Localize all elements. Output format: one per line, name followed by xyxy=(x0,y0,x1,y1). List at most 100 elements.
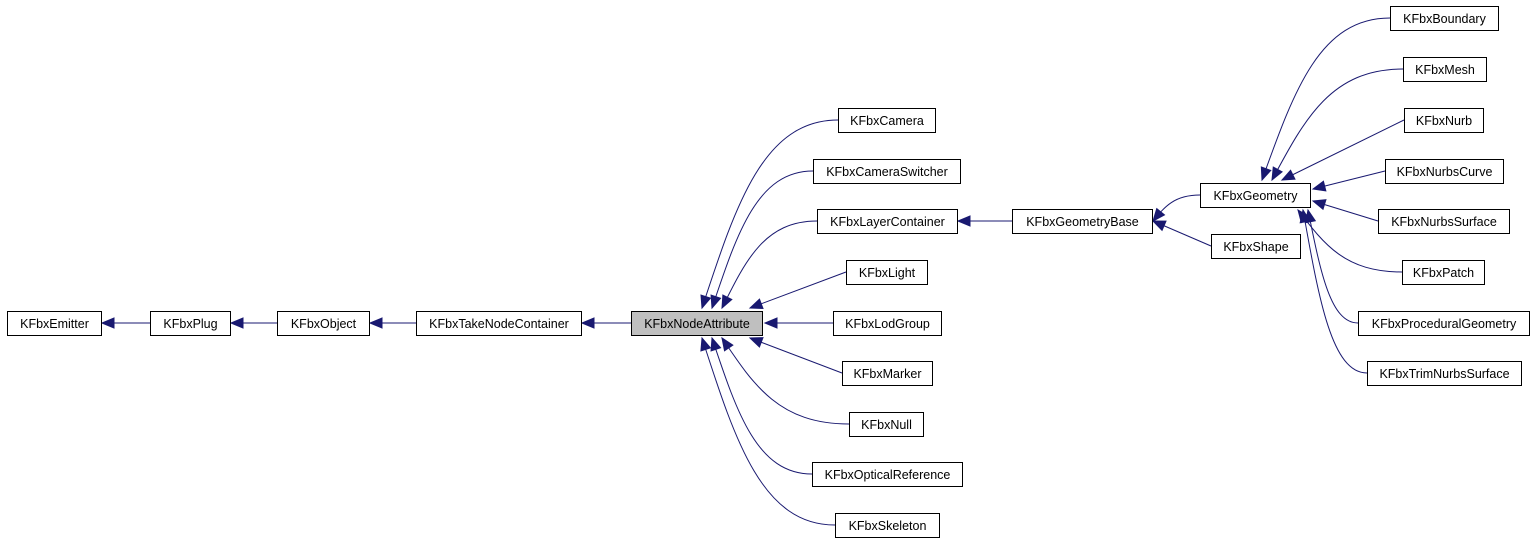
class-node-boundary[interactable]: KFbxBoundary xyxy=(1390,6,1499,31)
arrowhead-mesh-to-geometry xyxy=(1271,166,1283,182)
class-node-procgeom[interactable]: KFbxProceduralGeometry xyxy=(1358,311,1530,336)
class-node-box xyxy=(1211,234,1301,259)
inheritance-edge-mesh-to-geometry xyxy=(1271,68,1404,181)
arrowhead-light-to-nodeattr xyxy=(748,298,764,309)
class-node-light[interactable]: KFbxLight xyxy=(846,260,928,285)
arrowhead-geombase-to-layercontainer xyxy=(956,215,971,227)
class-node-label: KFbxNurbsSurface xyxy=(1391,215,1497,229)
inheritance-edge-cameraswitcher-to-nodeattr xyxy=(711,170,814,309)
class-node-box xyxy=(1402,260,1485,285)
class-node-label: KFbxMarker xyxy=(853,367,921,381)
arrowhead-nurbssurface-to-geometry xyxy=(1311,199,1327,211)
class-node-takenode[interactable]: KFbxTakeNodeContainer xyxy=(416,311,582,336)
class-node-box xyxy=(1367,361,1522,386)
arrowhead-layercontainer-to-nodeattr xyxy=(721,294,733,310)
class-node-nurbscurve[interactable]: KFbxNurbsCurve xyxy=(1385,159,1504,184)
class-node-box xyxy=(838,108,936,133)
class-node-layercontainer[interactable]: KFbxLayerContainer xyxy=(817,209,958,234)
arrowhead-camera-to-nodeattr xyxy=(700,294,712,310)
class-node-shape[interactable]: KFbxShape xyxy=(1211,234,1301,259)
class-node-label: KFbxProceduralGeometry xyxy=(1372,317,1517,331)
arrowhead-opticalref-to-nodeattr xyxy=(710,336,722,352)
class-node-box xyxy=(416,311,582,336)
class-node-opticalref[interactable]: KFbxOpticalReference xyxy=(812,462,963,487)
class-node-nodeattr[interactable]: KFbxNodeAttribute xyxy=(631,311,763,336)
class-node-nurb[interactable]: KFbxNurb xyxy=(1404,108,1484,133)
class-node-skeleton[interactable]: KFbxSkeleton xyxy=(835,513,940,538)
class-node-label: KFbxCameraSwitcher xyxy=(826,165,948,179)
class-node-box xyxy=(1200,183,1311,208)
class-node-label: KFbxGeometry xyxy=(1213,189,1298,203)
class-node-plug[interactable]: KFbxPlug xyxy=(150,311,231,336)
class-node-emitter[interactable]: KFbxEmitter xyxy=(7,311,102,336)
inheritance-edge-procgeom-to-geometry xyxy=(1307,209,1359,324)
class-node-label: KFbxNull xyxy=(861,418,912,432)
arrowhead-nurb-to-geometry xyxy=(1280,169,1296,181)
class-node-box xyxy=(817,209,958,234)
class-node-box xyxy=(277,311,370,336)
arrowhead-takenode-to-object xyxy=(368,317,383,329)
class-node-cameraswitcher[interactable]: KFbxCameraSwitcher xyxy=(813,159,961,184)
class-node-box xyxy=(813,159,961,184)
class-node-object[interactable]: KFbxObject xyxy=(277,311,370,336)
arrowhead-marker-to-nodeattr xyxy=(748,337,764,348)
class-node-box xyxy=(150,311,231,336)
arrowhead-lodgroup-to-nodeattr xyxy=(763,317,778,329)
class-node-box xyxy=(1358,311,1530,336)
class-node-label: KFbxTakeNodeContainer xyxy=(429,317,569,331)
inheritance-edge-opticalref-to-nodeattr xyxy=(711,337,813,475)
class-node-lodgroup[interactable]: KFbxLodGroup xyxy=(833,311,942,336)
arrowhead-nurbscurve-to-geometry xyxy=(1311,180,1327,192)
class-node-geometry[interactable]: KFbxGeometry xyxy=(1200,183,1311,208)
class-node-box xyxy=(1403,57,1487,82)
class-node-box xyxy=(842,361,933,386)
class-node-label: KFbxPatch xyxy=(1413,266,1474,280)
class-node-box xyxy=(7,311,102,336)
class-node-label: KFbxNodeAttribute xyxy=(644,317,750,331)
arrowhead-shape-to-geombase xyxy=(1151,220,1167,232)
class-node-marker[interactable]: KFbxMarker xyxy=(842,361,933,386)
class-node-label: KFbxTrimNurbsSurface xyxy=(1379,367,1509,381)
class-node-null[interactable]: KFbxNull xyxy=(849,412,924,437)
inheritance-edge-null-to-nodeattr xyxy=(721,337,850,425)
inheritance-edge-nurb-to-geometry xyxy=(1281,119,1405,181)
class-node-label: KFbxPlug xyxy=(163,317,217,331)
inheritance-edge-marker-to-nodeattr xyxy=(749,337,843,374)
class-node-label: KFbxBoundary xyxy=(1403,12,1486,26)
class-node-label: KFbxLodGroup xyxy=(845,317,930,331)
class-node-label: KFbxCamera xyxy=(850,114,924,128)
class-node-box xyxy=(849,412,924,437)
class-node-box xyxy=(812,462,963,487)
inheritance-edge-camera-to-nodeattr xyxy=(701,119,839,309)
class-node-label: KFbxLayerContainer xyxy=(830,215,945,229)
class-node-label: KFbxObject xyxy=(291,317,357,331)
arrowhead-skeleton-to-nodeattr xyxy=(700,336,712,352)
class-node-box xyxy=(833,311,942,336)
arrowhead-plug-to-emitter xyxy=(100,317,115,329)
class-node-box xyxy=(1404,108,1484,133)
arrowhead-null-to-nodeattr xyxy=(721,336,734,352)
class-node-geombase[interactable]: KFbxGeometryBase xyxy=(1012,209,1153,234)
class-node-label: KFbxSkeleton xyxy=(849,519,927,533)
class-node-label: KFbxNurbsCurve xyxy=(1397,165,1493,179)
class-node-trimnurbs[interactable]: KFbxTrimNurbsSurface xyxy=(1367,361,1522,386)
class-node-patch[interactable]: KFbxPatch xyxy=(1402,260,1485,285)
class-node-label: KFbxGeometryBase xyxy=(1026,215,1139,229)
arrowhead-trimnurbs-to-geometry xyxy=(1299,208,1311,224)
class-node-label: KFbxOpticalReference xyxy=(825,468,951,482)
class-node-camera[interactable]: KFbxCamera xyxy=(838,108,936,133)
class-node-nurbssurface[interactable]: KFbxNurbsSurface xyxy=(1378,209,1510,234)
class-node-label: KFbxLight xyxy=(859,266,916,280)
class-node-box xyxy=(631,311,763,336)
arrowhead-boundary-to-geometry xyxy=(1260,166,1272,182)
class-node-mesh[interactable]: KFbxMesh xyxy=(1403,57,1487,82)
class-node-label: KFbxNurb xyxy=(1416,114,1472,128)
class-node-box xyxy=(1012,209,1153,234)
class-node-box xyxy=(835,513,940,538)
class-node-label: KFbxEmitter xyxy=(20,317,89,331)
class-node-box xyxy=(846,260,928,285)
arrowhead-geometry-to-geombase xyxy=(1152,207,1166,223)
class-node-box xyxy=(1385,159,1504,184)
arrowhead-nodeattr-to-takenode xyxy=(580,317,595,329)
